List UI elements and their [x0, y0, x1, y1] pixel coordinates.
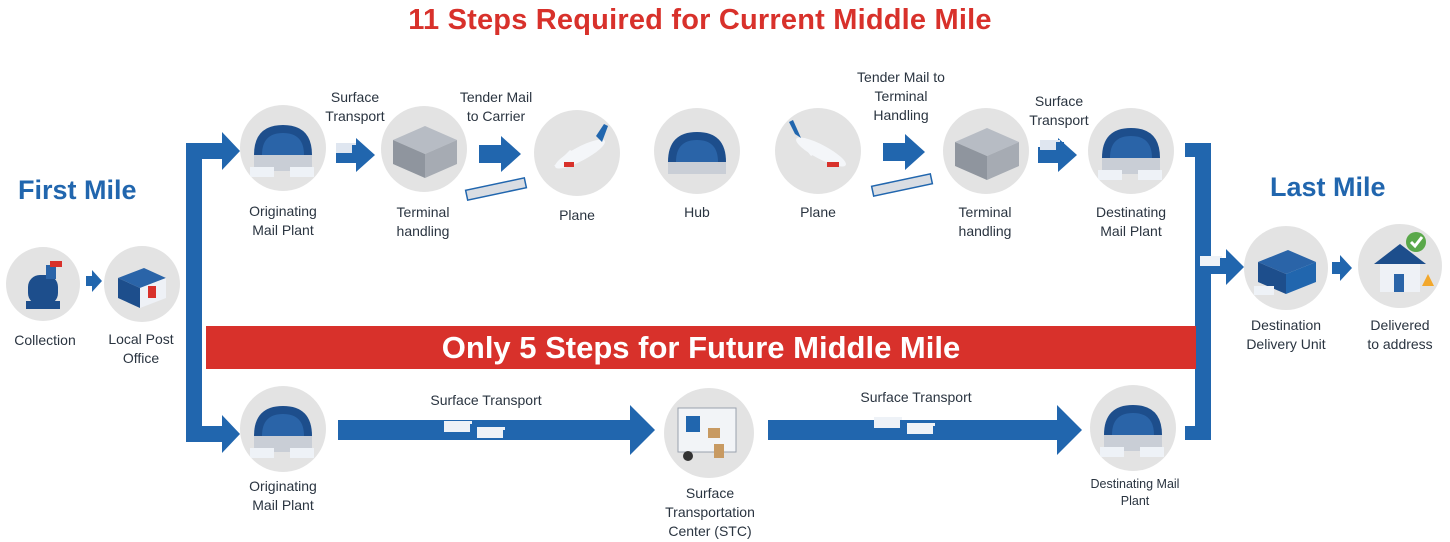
mail-plant-icon [1090, 385, 1176, 471]
originating-mail-plant-label: Originating Mail Plant [249, 478, 317, 513]
surface-transport-label: Surface Transport [860, 389, 972, 405]
arrow-to-originating-top [186, 132, 240, 170]
first-mile-heading: First Mile [18, 175, 137, 205]
arrow-to-ddu [1211, 249, 1244, 285]
destination-delivery-unit-label: Destination Delivery Unit [1246, 317, 1326, 352]
arrow-top-4 [1038, 138, 1077, 172]
last-mile-heading: Last Mile [1270, 172, 1386, 202]
truck-icon [336, 140, 1228, 438]
originating-mail-plant-label: Originating Mail Plant [249, 203, 317, 238]
conveyor-icon [464, 172, 934, 202]
mail-plant-icon [240, 105, 326, 191]
arrow-top-3 [883, 134, 925, 170]
collection-label: Collection [14, 332, 76, 348]
mailbox-icon [6, 247, 80, 321]
destinating-mail-plant-label: Destinating Mail Plant [1095, 204, 1167, 239]
post-office-icon [104, 246, 180, 322]
terminal-building-icon [381, 106, 467, 192]
hub-icon [654, 108, 740, 194]
surface-transport-label: Surface Transport [1029, 93, 1089, 128]
delivered-to-address-label: Delivered to address [1367, 317, 1433, 352]
tender-mail-to-carrier-label: Tender Mail to Carrier [459, 89, 533, 124]
arrow-top-2 [479, 136, 521, 172]
arrow-collection-to-post [86, 270, 102, 292]
arrow-to-originating-bottom [186, 415, 240, 453]
left-split-bar [186, 143, 202, 440]
delivery-unit-icon [1244, 226, 1328, 310]
plane-icon [775, 108, 861, 194]
future-middle-mile-banner: Only 5 Steps for Future Middle Mile [206, 326, 1196, 369]
stc-truck-icon [664, 388, 754, 478]
plane-icon [534, 110, 620, 196]
arrow-top-1 [336, 138, 375, 172]
terminal-handling-label: Terminal handling [396, 204, 450, 239]
plane-label: Plane [800, 204, 836, 220]
surface-transport-label: Surface Transport [325, 89, 385, 124]
terminal-handling-label: Terminal handling [958, 204, 1012, 239]
surface-transport-label: Surface Transport [430, 392, 542, 408]
diagram-title: 11 Steps Required for Current Middle Mil… [408, 4, 992, 36]
stc-label: Surface Transportation Center (STC) [665, 485, 755, 539]
terminal-building-icon [943, 108, 1029, 194]
local-post-office-label: Local Post Office [108, 331, 174, 366]
mail-plant-icon [240, 386, 326, 472]
arrow-ddu-to-home [1332, 255, 1352, 281]
hub-label: Hub [684, 204, 710, 220]
house-icon [1358, 224, 1442, 308]
right-merge-bar [1195, 143, 1211, 440]
destinating-mail-plant-label: Destinating Mail Plant [1090, 477, 1180, 508]
mail-plant-icon [1088, 108, 1174, 194]
tender-mail-to-terminal-label: Tender Mail to Terminal Handling [857, 69, 945, 123]
plane-label: Plane [559, 207, 595, 223]
